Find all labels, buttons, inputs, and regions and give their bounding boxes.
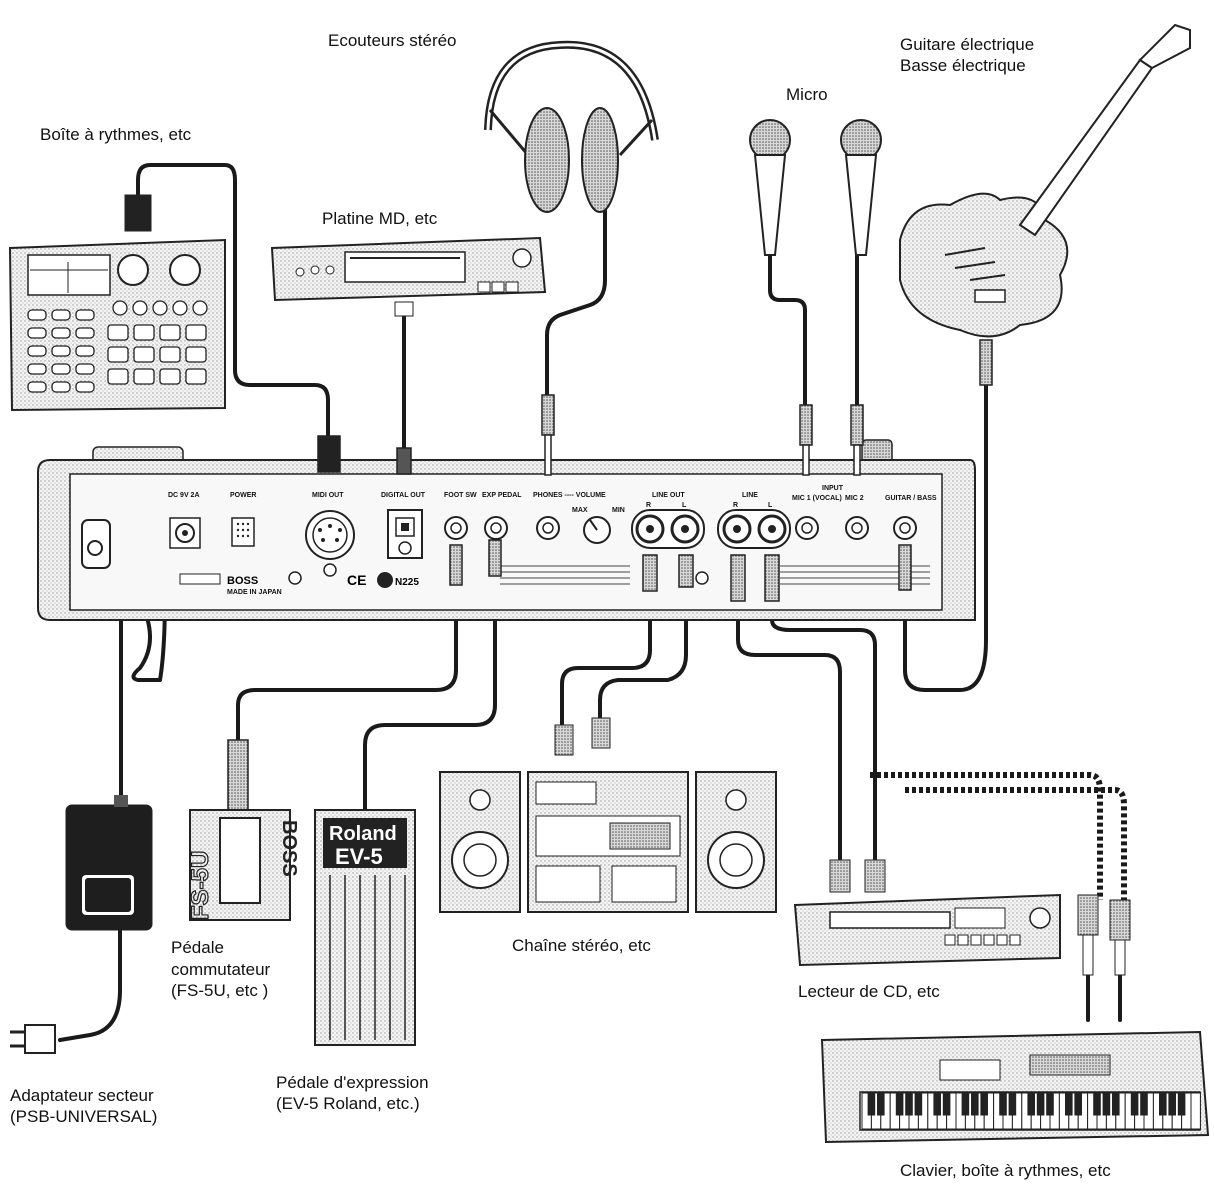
label-guitar-line2: Basse électrique — [900, 56, 1026, 75]
panel-boss-logo: BOSS — [227, 575, 258, 587]
black-key — [933, 1092, 941, 1116]
black-key — [999, 1092, 1007, 1116]
label-headphones: Ecouteurs stéréo — [328, 31, 457, 50]
black-key — [1140, 1092, 1148, 1116]
panel-n225-mark: N225 — [395, 577, 419, 588]
black-key — [895, 1092, 904, 1116]
panel-exp-pedal-label: EXP PEDAL — [482, 492, 522, 499]
panel-dc-in-label: DC 9V 2A — [168, 492, 200, 499]
panel-phones-volume-label: PHONES ---- VOLUME — [533, 492, 606, 499]
label-adapter-line1: Adaptateur secteur — [10, 1086, 154, 1105]
label-md-deck: Platine MD, etc — [322, 209, 438, 228]
white-key — [1190, 1092, 1201, 1130]
black-key — [877, 1092, 885, 1116]
panel-line-out-label: LINE OUT — [652, 492, 685, 499]
label-expression-line1: Pédale d'expression — [276, 1073, 429, 1092]
black-key — [961, 1092, 970, 1116]
cable-linein-r — [736, 598, 842, 862]
label-guitar-line1: Guitare électrique — [900, 35, 1035, 54]
cable-adapter-plug — [58, 888, 122, 1042]
label-drum-machine: Boîte à rythmes, etc — [40, 125, 192, 144]
black-key — [942, 1092, 951, 1116]
electric-guitar — [899, 23, 1191, 386]
cable-linein-l — [770, 598, 877, 862]
black-key — [1159, 1092, 1167, 1116]
cable-keyboard-dotted-2 — [905, 787, 1127, 905]
label-mic: Micro — [786, 85, 828, 104]
panel-ce-mark: CE — [347, 572, 366, 588]
black-key — [1008, 1092, 1017, 1116]
cable-mic1 — [768, 253, 807, 412]
main-unit: DC 9V 2A POWER MIDI OUT DIGITAL OUT FOOT… — [37, 439, 976, 621]
panel-guitar-bass-label: GUITAR / BASS — [885, 495, 937, 502]
fs5u-brand-text: BOSS — [278, 820, 300, 877]
black-key — [1102, 1092, 1111, 1116]
microphones — [749, 119, 882, 256]
black-key — [1093, 1092, 1101, 1116]
black-key — [1074, 1092, 1082, 1116]
panel-line-in-l-label: L — [768, 502, 773, 509]
black-key — [1130, 1092, 1139, 1116]
fs5u-footswitch: FS-5U BOSS — [186, 739, 300, 921]
cable-lineout-r — [560, 588, 652, 732]
ac-adapter — [10, 795, 153, 1054]
label-stereo: Chaîne stéréo, etc — [512, 936, 651, 955]
ev5-brand-text: Roland — [329, 823, 397, 845]
label-keyboard: Clavier, boîte à rythmes, etc — [900, 1161, 1111, 1180]
cable-keyboard-dotted-1 — [870, 772, 1103, 900]
md-deck — [270, 236, 547, 317]
stereo-system — [439, 717, 777, 913]
cable-drum-midi — [136, 163, 330, 442]
label-pedal-switch-line1: Pédale — [171, 938, 224, 957]
c-tick-icon — [377, 572, 393, 588]
black-key — [1036, 1092, 1045, 1116]
panel-max-label: MAX — [572, 507, 588, 514]
cable-headphones — [545, 193, 607, 402]
plugs — [317, 394, 912, 602]
cd-player — [793, 859, 1061, 967]
drum-machine — [8, 194, 226, 412]
label-pedal-switch-line2: commutateur — [171, 960, 271, 979]
black-key — [980, 1092, 988, 1116]
panel-line-in-label: LINE — [742, 492, 758, 499]
panel-line-in-r-label: R — [733, 502, 738, 509]
label-pedal-switch-line3: (FS-5U, etc ) — [171, 981, 269, 1000]
fs5u-model-text: FS-5U — [187, 851, 214, 920]
cable-exp — [363, 568, 497, 817]
cable-lineout-l — [598, 583, 688, 722]
black-key — [867, 1092, 876, 1116]
panel-foot-sw-label: FOOT SW — [444, 492, 477, 499]
headphones — [484, 40, 659, 213]
black-key — [905, 1092, 913, 1116]
label-cd-player: Lecteur de CD, etc — [798, 982, 940, 1001]
black-key — [914, 1092, 923, 1116]
panel-input-label: INPUT — [822, 485, 844, 492]
black-key — [1027, 1092, 1035, 1116]
keyboard — [820, 894, 1210, 1144]
panel-line-out-r-label: R — [646, 502, 651, 509]
panel-mic2-label: MIC 2 — [845, 495, 864, 502]
panel-made-in-label: MADE IN JAPAN — [227, 589, 282, 596]
black-key — [1046, 1092, 1054, 1116]
black-key — [1112, 1092, 1120, 1116]
black-key — [971, 1092, 979, 1116]
ev5-expression-pedal: Roland EV-5 — [314, 809, 416, 1046]
panel-power-label: POWER — [230, 492, 256, 499]
black-key — [1168, 1092, 1176, 1116]
black-key — [1177, 1092, 1186, 1116]
panel-line-out-l-label: L — [682, 502, 687, 509]
panel-min-label: MIN — [612, 507, 625, 514]
cables — [58, 163, 1127, 1042]
panel-mic1-label: MIC 1 (VOCAL) — [792, 495, 842, 502]
cable-footsw — [236, 573, 458, 742]
label-expression-line2: (EV-5 Roland, etc.) — [276, 1094, 420, 1113]
black-key — [1065, 1092, 1073, 1116]
cable-guitar — [903, 383, 988, 692]
ev5-model-text: EV-5 — [335, 844, 383, 869]
panel-digital-out-label: DIGITAL OUT — [381, 492, 426, 499]
label-adapter-line2: (PSB-UNIVERSAL) — [10, 1107, 158, 1126]
panel-midi-out-label: MIDI OUT — [312, 492, 344, 499]
